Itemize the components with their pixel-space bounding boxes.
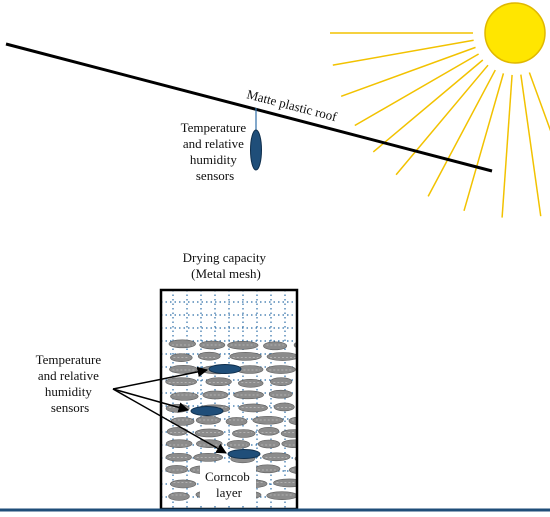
sensor-icon <box>208 364 242 374</box>
corncob-icon <box>273 478 297 488</box>
left-sensor-label: Temperature and relative humidity sensor… <box>36 352 105 415</box>
corncob-icon <box>170 417 195 426</box>
corncob-icon <box>165 377 198 387</box>
top-sensor-label: Temperature and relative humidity sensor… <box>181 120 250 183</box>
sun-ray <box>427 69 496 197</box>
arrow-icon <box>112 388 190 413</box>
corncob-icon <box>258 426 280 436</box>
corncob-icon <box>257 439 281 449</box>
corncob-icon <box>266 352 297 361</box>
corncob-icon <box>170 479 197 489</box>
corncob-icon <box>254 464 281 474</box>
corncob-icon <box>238 403 268 413</box>
corncob-icon <box>168 339 196 349</box>
corncob-icon <box>205 377 232 387</box>
sun-ray <box>340 46 476 97</box>
corncob-icon <box>199 340 226 350</box>
sun-ray <box>501 74 513 218</box>
corncob-icon <box>270 377 293 386</box>
sensor-icon <box>250 129 262 171</box>
corncob-icon <box>232 429 256 438</box>
corncob-icon <box>266 365 296 374</box>
corncob-icon <box>233 390 264 400</box>
corncob-icon <box>227 340 259 350</box>
sun-ray <box>372 59 484 153</box>
corncob-label: Corncob layer <box>205 469 253 500</box>
sun-ray <box>520 74 542 217</box>
corncob-icon <box>288 466 297 474</box>
corncob-icon <box>262 452 291 462</box>
sun-ray <box>528 72 550 132</box>
corncob-icon <box>300 491 324 499</box>
sun-ray <box>463 73 505 212</box>
roof-line <box>5 42 493 173</box>
sun-ray <box>395 64 489 176</box>
corncob-icon <box>165 452 192 462</box>
corncob-icon <box>288 416 297 426</box>
corncob-icon <box>237 378 264 388</box>
corncob-icon <box>263 341 288 351</box>
corncob-icon <box>193 453 224 462</box>
corncob-icon <box>165 439 193 448</box>
arrow-icon <box>112 388 227 454</box>
sun-rays <box>330 32 550 218</box>
corncob-icon <box>298 377 319 385</box>
drying-box: Corncob layer <box>159 288 324 511</box>
corncob-icon <box>266 491 297 500</box>
corncob-icon <box>195 415 221 425</box>
arrow-icon <box>112 366 209 390</box>
sun <box>330 2 550 218</box>
corncob-label-bg <box>200 465 256 505</box>
corncob-icon <box>226 440 251 449</box>
corncob-icon <box>194 428 224 438</box>
corncob-icon <box>225 417 248 426</box>
corncob-icon <box>202 390 229 400</box>
corncob-icon <box>252 415 284 425</box>
corncob-icon <box>268 389 293 399</box>
corncob-icon <box>197 351 221 361</box>
corncob-icon <box>168 492 190 501</box>
corncob-icon <box>273 402 295 412</box>
sensor-icon <box>227 449 261 459</box>
corncob-icon <box>170 392 199 401</box>
sun-ray <box>354 53 480 127</box>
corncob-icon <box>170 353 193 362</box>
dryer-title: Drying capacity (Metal mesh) <box>183 250 270 281</box>
corncob-icon <box>229 352 262 361</box>
sun-icon <box>484 2 546 64</box>
sensor-icon <box>190 406 224 416</box>
corncob-icon <box>280 429 297 438</box>
corncob-icon <box>165 465 189 474</box>
sun-ray <box>332 39 474 66</box>
corncob-icon <box>299 403 322 411</box>
corncob-icon <box>281 439 297 449</box>
